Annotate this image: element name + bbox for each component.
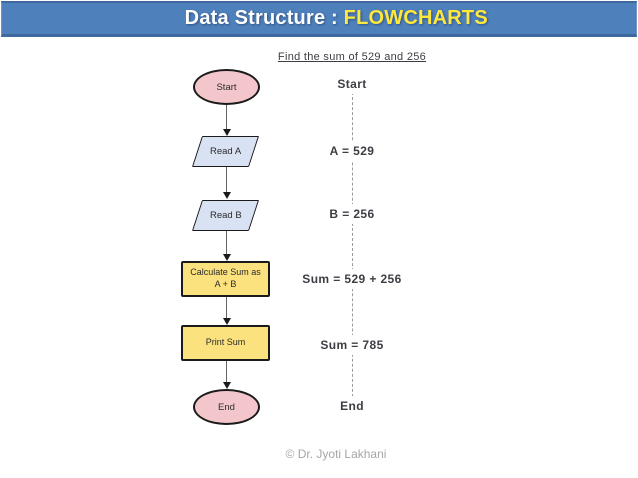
flow-arrow	[222, 231, 231, 261]
trace-step-end: End	[335, 396, 369, 416]
trace-step-sum-result: Sum = 785	[315, 335, 389, 355]
flowchart-node-end-label: End	[218, 401, 235, 413]
flowchart-node-read-b-label: Read B	[209, 210, 242, 221]
flowchart-node-calculate-sum-label: Calculate Sum as A + B	[190, 267, 261, 290]
subtitle: Find the sum of 529 and 256	[277, 51, 427, 63]
flow-arrow-shaft	[225, 167, 228, 192]
flowchart-node-start: Start	[193, 69, 260, 105]
flow-arrow-shaft	[225, 105, 228, 129]
flowchart-node-print-sum: Print Sum	[181, 325, 270, 361]
trace-step-a-value: A = 529	[324, 141, 380, 161]
trace-dashed-line	[352, 92, 353, 402]
flow-arrow	[222, 297, 231, 325]
flowchart-node-read-a-label: Read A	[209, 146, 242, 157]
trace-step-sum-expr: Sum = 529 + 256	[297, 269, 407, 289]
flowchart-node-read-a: Read A	[191, 136, 260, 167]
trace-step-b-value: B = 256	[324, 204, 380, 224]
page-title: Data Structure : FLOWCHARTS	[150, 0, 488, 53]
page-title-highlight: FLOWCHARTS	[343, 7, 488, 29]
flow-arrow	[222, 167, 231, 199]
flowchart-node-read-b: Read B	[191, 200, 260, 231]
flow-arrow	[222, 105, 231, 136]
trace-step-start: Start	[332, 74, 372, 94]
title-bar: Data Structure : FLOWCHARTS	[1, 1, 637, 37]
arrow-down-icon	[222, 318, 231, 325]
calculate-sum-line2: A + B	[214, 279, 237, 289]
arrow-down-icon	[222, 192, 231, 199]
flow-arrow	[222, 361, 231, 389]
arrow-down-icon	[222, 254, 231, 261]
flowchart-node-start-label: Start	[216, 81, 237, 93]
page-title-prefix: Data Structure :	[184, 7, 344, 29]
flow-arrow-shaft	[225, 231, 228, 254]
flow-arrow-shaft	[225, 361, 228, 382]
flowchart-node-end: End	[193, 389, 260, 425]
footer-credit: © Dr. Jyoti Lakhani	[285, 447, 387, 461]
flowchart-node-print-sum-label: Print Sum	[205, 337, 246, 348]
arrow-down-icon	[222, 129, 231, 136]
arrow-down-icon	[222, 382, 231, 389]
calculate-sum-line1: Calculate Sum as	[190, 267, 261, 278]
flowchart-node-calculate-sum: Calculate Sum as A + B	[181, 261, 270, 297]
flow-arrow-shaft	[225, 297, 228, 318]
